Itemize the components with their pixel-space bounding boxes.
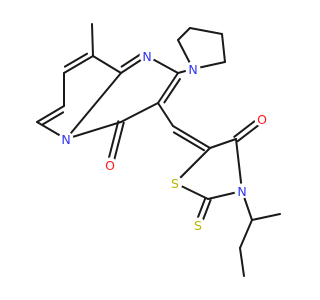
ring-bond-n5-c4	[65, 121, 122, 140]
atom-label-background	[102, 157, 118, 173]
nitrogen-atom-label: N	[188, 62, 197, 77]
thiazolidine-bond-cx-c4	[209, 138, 237, 149]
fused-bond-c9a-n5	[65, 72, 122, 140]
pyrimidine-bond-c2-c3-inner	[163, 78, 181, 104]
pyridine-bond-c9-c8	[63, 55, 94, 74]
nitrogen-atom-label: N	[61, 132, 70, 147]
sulfur-atom-label: S	[194, 218, 202, 233]
methyl-bond	[91, 23, 94, 57]
bond-cb-cc	[239, 219, 253, 249]
oxygen-atom-label: O	[257, 112, 267, 127]
pyridine-bond-c7-c6	[36, 105, 65, 123]
pyrrolidine-bond-2	[177, 27, 191, 41]
bond-cc-cd	[239, 247, 245, 277]
molecule-structure: N N N O O S S N	[36, 23, 281, 277]
nitrogen-atom-label: N	[142, 49, 151, 64]
atom-label-background	[190, 217, 206, 233]
thiazolidine-bond-s1-cx	[174, 147, 211, 184]
exocyclic-double-bond	[172, 125, 211, 149]
atom-label-background	[254, 111, 270, 127]
pyridine-bond-c7-c6-inner	[41, 111, 65, 126]
atom-label-background	[234, 183, 250, 199]
atom-label-background	[58, 131, 74, 147]
bond-c3-cv	[157, 102, 174, 127]
pyrrolidine-bond-4	[221, 33, 226, 63]
atom-label-background	[185, 61, 201, 77]
pyridine-bond-c9-c8-inner	[63, 52, 89, 68]
bond-cb-methyl	[251, 213, 281, 221]
pyridine-bond-c9-c9a	[92, 55, 122, 74]
nitrogen-atom-label: N	[237, 184, 246, 199]
pyrimidine-bond-c2-c3	[157, 72, 179, 104]
carbonyl-bond-c4-o4-b	[111, 121, 125, 167]
atom-label-background	[139, 48, 155, 64]
atom-label-background	[167, 175, 183, 191]
pyrimidine-bond-c9a-n1-inner	[120, 53, 142, 68]
pyrimidine-bond-c3-c4	[120, 102, 159, 123]
thiazolidine-bond-c4-n3	[235, 138, 243, 192]
carbonyl-bond-c4-o4-a	[106, 120, 120, 166]
molecule-canvas: N N N O O S S N	[36, 23, 281, 277]
exocyclic-double-bond-inner	[172, 131, 206, 152]
oxygen-atom-label: O	[105, 158, 115, 173]
sulfur-atom-label: S	[171, 176, 179, 191]
pyrrolidine-bond-3	[189, 27, 223, 35]
